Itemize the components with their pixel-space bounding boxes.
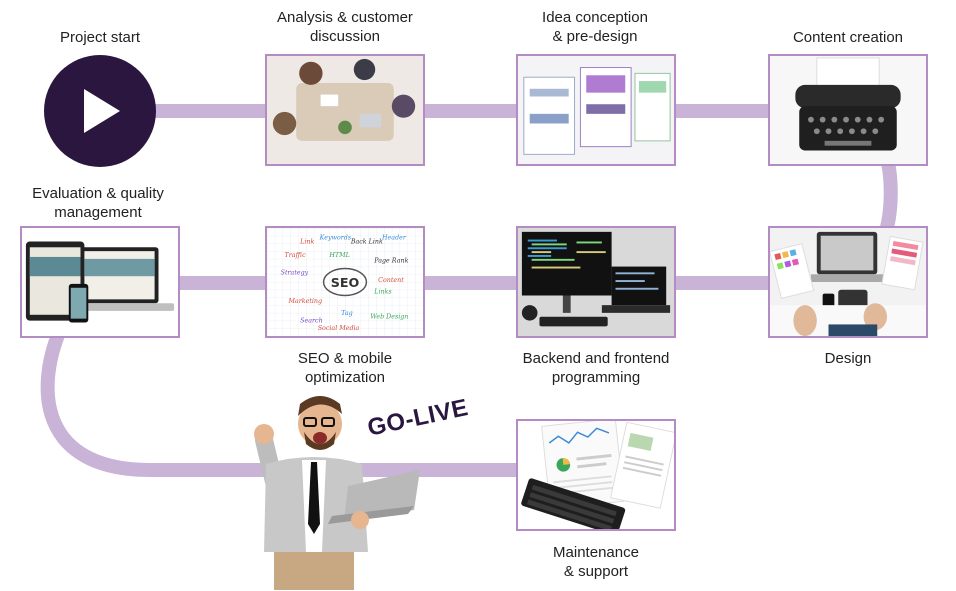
step-label-content: Content creation xyxy=(792,29,904,46)
step-label-maintenance: Maintenance& support xyxy=(553,544,639,580)
go-live-person-illustration xyxy=(254,396,420,590)
seo-word: Tag xyxy=(341,310,353,317)
step-label-project-start: Project start xyxy=(59,29,141,46)
photo-typewriter xyxy=(768,54,928,166)
photo-wireframe-sketches xyxy=(516,54,676,166)
step-label-idea: Idea conception& pre-design xyxy=(542,9,648,45)
seo-word: Web Design xyxy=(370,314,408,321)
play-button[interactable] xyxy=(44,55,156,167)
seo-word: Social Media xyxy=(318,325,360,332)
photo-seo-board: SEO Link Keywords Back Link Header Traff… xyxy=(265,226,425,338)
photo-analytics-reports xyxy=(516,419,676,531)
play-icon xyxy=(84,89,120,133)
seo-word: Search xyxy=(300,318,323,325)
seo-word: Page Rank xyxy=(373,258,408,265)
photo-responsive-devices xyxy=(20,226,180,338)
seo-word: Content xyxy=(378,277,404,284)
seo-word: Keywords xyxy=(319,235,352,242)
seo-word: Marketing xyxy=(287,298,322,305)
seo-word: Strategy xyxy=(281,269,309,276)
seo-word: HTML xyxy=(328,252,349,259)
seo-word: Traffic xyxy=(285,252,307,259)
photo-coding-workstation xyxy=(516,226,676,338)
seo-center-word: SEO xyxy=(331,275,360,290)
photo-design-desk xyxy=(768,226,928,338)
seo-word: Links xyxy=(373,289,392,296)
track-curve-left xyxy=(40,323,157,477)
seo-word: Link xyxy=(299,238,314,245)
seo-word: Back Link xyxy=(350,238,383,245)
seo-word: Header xyxy=(381,235,407,242)
photo-analysis-meeting xyxy=(265,54,425,166)
step-label-design: Design xyxy=(824,350,872,367)
